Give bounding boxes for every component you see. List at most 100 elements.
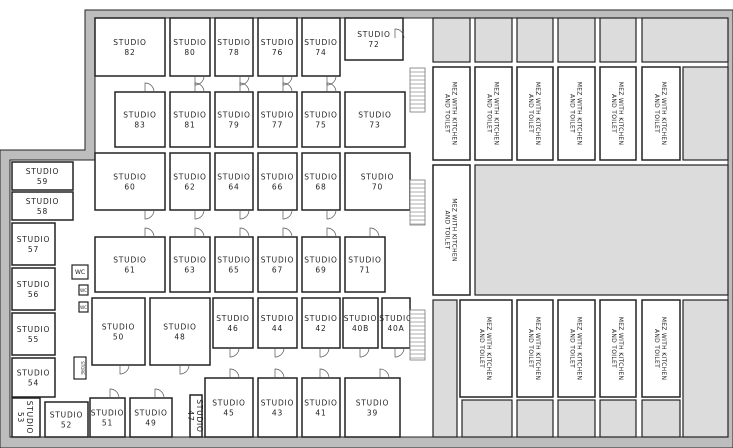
door-swing-icon	[282, 209, 293, 220]
door-swing-icon	[144, 82, 155, 93]
mez-unit[interactable]: MEZ WITH KITCHENAND TOILET	[474, 66, 513, 161]
door-swing-icon	[394, 28, 405, 39]
door-swing-icon	[119, 364, 130, 375]
mez-unit[interactable]: MEZ WITH KITCHENAND TOILET	[557, 66, 596, 161]
wc: WC	[78, 284, 89, 296]
doors	[109, 28, 405, 399]
wc: WC	[71, 264, 89, 280]
door-swing-icon	[194, 82, 205, 93]
mez-unit[interactable]: MEZ WITH KITCHENAND TOILET	[641, 66, 681, 161]
staircase-icon	[409, 309, 426, 361]
door-swing-icon	[109, 388, 120, 399]
studio-53[interactable]: STUDIO53	[11, 397, 41, 438]
mez-unit[interactable]: MEZ WITH KITCHENAND TOILET	[432, 66, 471, 161]
mez-label: MEZ WITH KITCHENAND TOILET	[527, 317, 541, 381]
door-swing-icon	[239, 227, 250, 238]
studio-label: STUDIO47	[186, 399, 204, 433]
void-area	[474, 164, 729, 296]
mez-unit[interactable]: MEZ WITH KITCHENAND TOILET	[432, 164, 471, 296]
void-area	[557, 17, 596, 63]
mez-unit[interactable]: MEZ WITH KITCHENAND TOILET	[641, 299, 681, 398]
door-swing-icon	[239, 82, 250, 93]
mez-unit[interactable]: MEZ WITH KITCHENAND TOILET	[459, 299, 513, 398]
door-swing-icon	[359, 347, 370, 358]
mez-label: MEZ WITH KITCHENAND TOILET	[444, 82, 458, 146]
mez-label: MEZ WITH KITCHENAND TOILET	[610, 82, 624, 146]
void-area	[641, 399, 681, 438]
mez-unit[interactable]: MEZ WITH KITCHENAND TOILET	[599, 299, 637, 398]
mez-unit[interactable]: MEZ WITH KITCHENAND TOILET	[516, 66, 554, 161]
door-swing-icon	[229, 368, 240, 379]
mez-unit[interactable]: MEZ WITH KITCHENAND TOILET	[599, 66, 637, 161]
mez-unit[interactable]: MEZ WITH KITCHENAND TOILET	[557, 299, 596, 398]
door-swing-icon	[326, 209, 337, 220]
studio-47[interactable]: STUDIO47	[186, 394, 204, 438]
door-swing-icon	[274, 368, 285, 379]
mez-unit[interactable]: MEZ WITH KITCHENAND TOILET	[516, 299, 554, 398]
door-swing-icon	[369, 227, 380, 238]
mez-label: MEZ WITH KITCHENAND TOILET	[444, 198, 458, 262]
